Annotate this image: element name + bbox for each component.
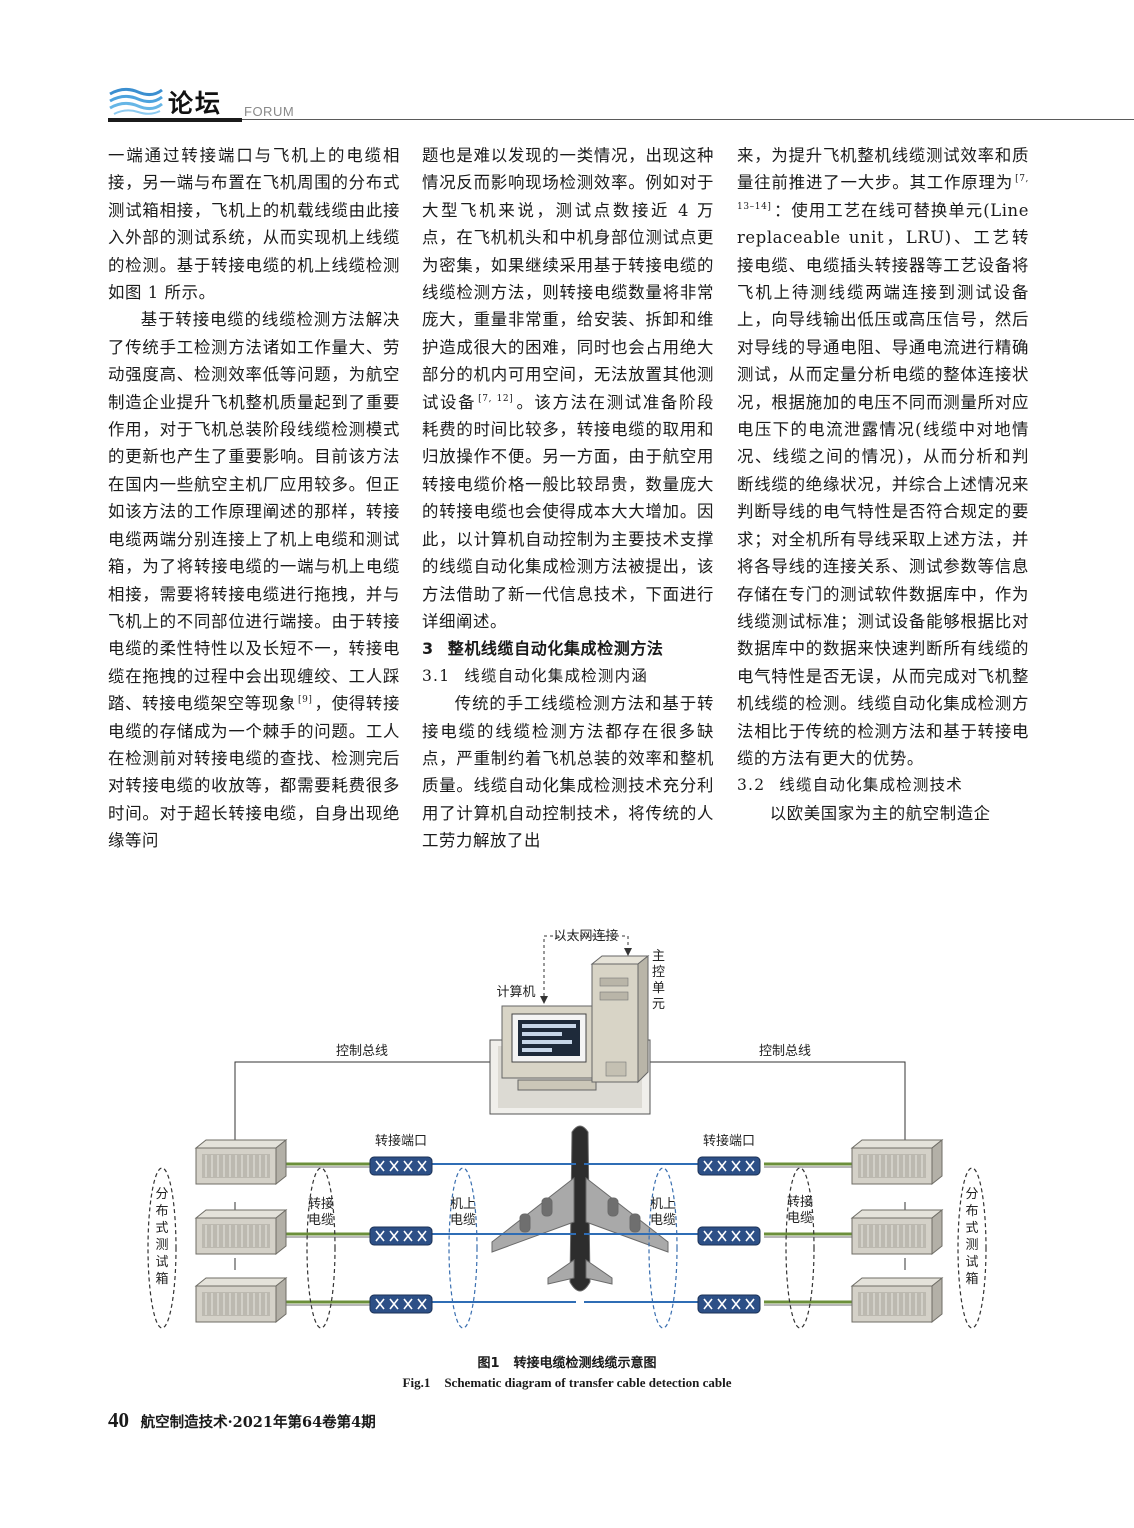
text-column-2: 题也是难以发现的一类情况，出现这种情况反而影响现场检测效率。例如对于大型飞机来说… (422, 142, 714, 855)
test-box-right-2 (851, 1209, 943, 1255)
dist-box-label-right: 分布式测试箱 (965, 1187, 978, 1287)
transfer-cable-diagram: 控制总线 控制总线 以太网连接 (147, 928, 987, 1329)
paragraph: 传统的手工线缆检测方法和基于转接电缆的线缆检测方法都存在很多缺点，严重制约着飞机… (422, 694, 714, 851)
computer-station (489, 954, 651, 1115)
onboard-cable-label-left: 机上电缆 (450, 1197, 476, 1228)
forum-logo-icon (109, 87, 163, 115)
header-rule-thick (108, 118, 242, 122)
figure-caption-en: Fig.1 Schematic diagram of transfer cable… (0, 1375, 1134, 1391)
citation: [7, 12] (478, 393, 514, 404)
header-rule-thin (242, 119, 1134, 120)
paragraph: 来，为提升飞机整机线缆测试效率和质量往前推进了一大步。其工作原理为[7, 13–… (737, 142, 1029, 772)
control-bus-lines (234, 1061, 906, 1270)
figure-caption-cn-text: 转接电缆检测线缆示意图 (513, 1356, 657, 1371)
test-box-left-2 (195, 1209, 287, 1255)
paragraph-text: 来，为提升飞机整机线缆测试效率和质量往前推进了一大步。其工作原理为 (737, 146, 1029, 193)
page-number: 40 (108, 1408, 129, 1432)
control-bus-label-right: 控制总线 (759, 1044, 811, 1059)
subsection-number: 3.1 (422, 666, 451, 685)
figure-caption-cn-label: 图1 (477, 1356, 500, 1371)
section-subtitle: FORUM (244, 104, 295, 119)
test-box-left-1 (195, 1139, 287, 1185)
page-footer: 40 航空制造技术·2021年第64卷第4期 (108, 1408, 376, 1433)
cable-row-2 (280, 1226, 856, 1246)
transfer-cable-label-right: 转接电缆 (787, 1194, 813, 1226)
section-heading-text: 整机线缆自动化集成检测方法 (447, 639, 664, 659)
citation: [7, 13–14] (737, 174, 1029, 212)
page-header: 论坛 FORUM (108, 82, 1134, 126)
section-title: 论坛 (168, 89, 223, 118)
paragraph: 基于转接电缆的线缆检测方法解决了传统手工检测方法诸如工作量大、劳动强度高、检测效… (108, 306, 400, 854)
subsection-heading: 3.1 线缆自动化集成检测内涵 (422, 663, 714, 690)
text-column-1: 一端通过转接端口与飞机上的电缆相接，另一端与布置在飞机周围的分布式测试箱相接，飞… (108, 142, 400, 855)
dist-box-label-left: 分布式测试箱 (155, 1187, 168, 1287)
figure-caption-en-text: Schematic diagram of transfer cable dete… (444, 1375, 732, 1390)
paragraph: 一端通过转接端口与飞机上的电缆相接，另一端与布置在飞机周围的分布式测试箱相接，飞… (108, 146, 400, 303)
dist-box-ellipse-right (957, 1167, 987, 1329)
dist-box-ellipse-left (147, 1167, 177, 1329)
paragraph-text: 题也是难以发现的一类情况，出现这种情况反而影响现场检测效率。例如对于大型飞机来说… (422, 146, 714, 412)
ethernet-link (543, 935, 629, 1002)
onboard-cable-ellipse-left (448, 1167, 478, 1329)
port-label-right: 转接端口 (703, 1133, 755, 1149)
cable-row-1 (280, 1156, 856, 1176)
paragraph: 题也是难以发现的一类情况，出现这种情况反而影响现场检测效率。例如对于大型飞机来说… (422, 142, 714, 635)
subsection-heading-text: 线缆自动化集成检测技术 (779, 776, 963, 795)
figure-caption-en-label: Fig.1 (402, 1375, 431, 1390)
paragraph-text: 基于转接电缆的线缆检测方法解决了传统手工检测方法诸如工作量大、劳动强度高、检测效… (108, 310, 400, 714)
ethernet-label: 以太网连接 (553, 928, 618, 944)
citation: [9] (297, 695, 313, 706)
subsection-heading: 3.2 线缆自动化集成检测技术 (737, 772, 1029, 799)
aircraft-icon (491, 1125, 669, 1292)
transfer-cable-ellipse-right (785, 1167, 815, 1329)
cable-row-3 (280, 1294, 856, 1314)
arrow-icon (540, 996, 548, 1004)
paragraph-text: 。该方法在测试准备阶段耗费的时间比较多，转接电缆的取用和归放操作不便。另一方面，… (422, 392, 714, 631)
arrow-icon (624, 948, 632, 956)
test-box-right-1 (851, 1139, 943, 1185)
figure-caption-cn: 图1 转接电缆检测线缆示意图 (0, 1352, 1134, 1371)
test-box-right-3 (851, 1277, 943, 1323)
onboard-cable-label-right: 机上电缆 (650, 1197, 676, 1228)
figure-1: 控制总线 控制总线 以太网连接 (140, 922, 1000, 1342)
section-heading: 3 整机线缆自动化集成检测方法 (422, 635, 714, 662)
transfer-cable-label-left: 转接电缆 (308, 1196, 334, 1228)
test-box-left-3 (195, 1277, 287, 1323)
control-bus-label-left: 控制总线 (336, 1044, 388, 1059)
journal-info: 航空制造技术·2021年第64卷第4期 (140, 1414, 376, 1431)
onboard-cable-ellipse-right (648, 1167, 678, 1329)
section-number: 3 (422, 639, 434, 659)
port-label-left: 转接端口 (375, 1133, 427, 1149)
text-column-3: 来，为提升飞机整机线缆测试效率和质量往前推进了一大步。其工作原理为[7, 13–… (737, 142, 1029, 827)
main-unit-label: 主控单元 (652, 949, 665, 1012)
paragraph: 以欧美国家为主的航空制造企 (769, 803, 991, 823)
subsection-heading-text: 线缆自动化集成检测内涵 (464, 666, 648, 685)
paragraph-text: ，使得转接电缆的存储成为一个棘手的问题。工人在检测前对转接电缆的查找、检测完后对… (108, 694, 400, 851)
computer-label: 计算机 (496, 985, 535, 1000)
transfer-cable-ellipse-left (306, 1167, 336, 1329)
subsection-number: 3.2 (737, 776, 766, 795)
paragraph-text: ：使用工艺在线可替换单元(Line replaceable unit，LRU)、… (737, 200, 1029, 768)
